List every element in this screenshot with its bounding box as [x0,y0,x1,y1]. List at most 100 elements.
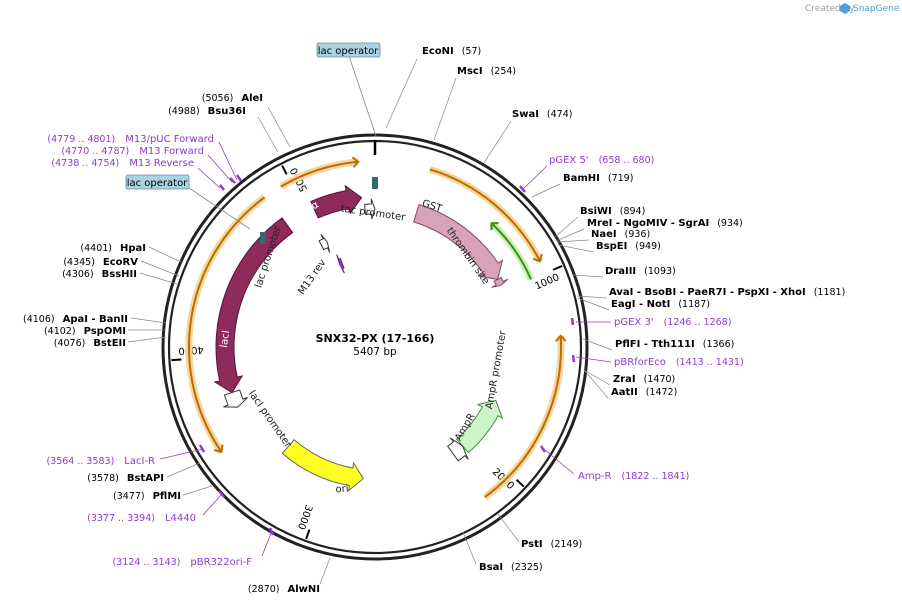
svg-text:(4401)HpaI: (4401) HpaI [80,243,146,254]
enzyme-site-label[interactable]: AatII(1472) [583,369,677,399]
enzyme-position: (3578) [87,473,119,484]
primer-tick [539,445,547,453]
primer-site-label[interactable]: (4770 .. 4787)M13 Forward [61,146,236,184]
enzyme-site-label[interactable]: PstI(2149) [497,513,582,550]
feature-gst [413,204,504,280]
svg-text:SwaI(474): SwaI(474) [512,109,572,120]
svg-text:(4779 .. 4801)M13/pUC Forward: (4779 .. 4801)M13/pUC Forward [47,134,214,145]
enzyme-site-label[interactable]: (4401) HpaI [80,243,182,263]
enzyme-position: (936) [625,229,651,240]
enzyme-name: SwaI [512,109,539,120]
primer-site-label[interactable]: (4738 .. 4754)M13 Reverse [51,158,225,191]
thrombin-green-arc [489,220,535,281]
primer-site-label[interactable]: (3124 .. 3143)pBR322ori-F [113,527,275,568]
enzyme-name: PflMI [153,491,181,502]
feature-label: lacI promoter [246,389,294,451]
svg-text:pBRforEco(1413 .. 1431): pBRforEco(1413 .. 1431) [614,357,744,368]
svg-text:ZraI(1470): ZraI (1470) [613,374,675,385]
enzyme-site-label[interactable]: (5056)AleI [202,93,291,148]
enzyme-name: MscI [457,66,483,77]
tick-label: 3000 [295,503,314,531]
primer-position: (3124 .. 3143) [113,557,181,568]
enzyme-name: AvaI - BsoBI - PaeR7I - PspXI - XhoI [609,287,806,298]
primer-site-label[interactable]: pGEX 3'(1246 .. 1268) [570,317,732,328]
primer-name: pGEX 5' [549,155,589,166]
enzyme-site-label[interactable]: (4988)Bsu36I [168,106,279,153]
primer-tick [235,174,243,182]
enzyme-site-label[interactable]: MscI(254) [433,66,516,141]
primer-position: (1246 .. 1268) [664,317,732,328]
enzyme-position: (4076) [54,338,86,349]
enzyme-site-label[interactable]: BspEI(949) [557,241,661,253]
primer-name: M13 Forward [139,146,204,157]
enzyme-name: BsiWI [580,206,612,217]
enzyme-site-label[interactable]: (4306)BssHII [62,269,178,285]
enzyme-site-label[interactable]: (4345)EcoRV [63,257,180,277]
enzyme-site-label[interactable]: PflFI - Tth111I(1366) [582,338,734,351]
plasmid-name: SNX32-PX (17-166) [316,332,435,345]
enzyme-site-label[interactable]: SwaI(474) [483,109,572,164]
primer-site-label[interactable]: (3564 .. 3583)LacI-R [46,444,206,467]
enzyme-position: (1181) [814,287,846,298]
primer-tick [268,527,275,536]
lac-operator-text: lac operator [127,178,188,189]
svg-text:BsaI(2325): BsaI(2325) [479,562,543,573]
primer-name: pBRforEco [614,357,666,368]
enzyme-position: (1470) [644,374,676,385]
primer-site-label[interactable]: (4779 .. 4801)M13/pUC Forward [47,134,243,182]
primer-site-label[interactable]: Amp-R(1822 .. 1841) [539,445,689,482]
svg-text:(3124 .. 3143)pBR322ori-F: (3124 .. 3143)pBR322ori-F [113,557,253,568]
credit-prefix: Created by [805,4,855,14]
enzyme-site-label[interactable]: (3578)BstAPI [87,462,201,484]
svg-text:(4306)BssHII: (4306)BssHII [62,269,137,280]
enzyme-name: HpaI [120,243,146,254]
primer-tick [571,354,576,363]
lac-operator-label[interactable]: lac operator [125,174,251,230]
tick-mark [281,164,288,175]
svg-text:BspEI(949): BspEI(949) [596,241,661,252]
enzyme-position: (4401) [80,243,112,254]
feature-thrombin-site [491,276,509,288]
primer-name: M13/pUC Forward [125,134,214,145]
enzyme-site-label[interactable]: AvaI - BsoBI - PaeR7I - PspXI - XhoI (118… [576,287,846,299]
feature-tac-promoter [364,198,376,220]
primer-site-label[interactable]: pGEX 5'(658 .. 680) [519,155,654,193]
primer-tick [218,490,225,498]
enzyme-position: (4306) [62,269,94,280]
primer-site-label[interactable]: (3377 .. 3394)L4440 [87,490,225,524]
enzyme-name: EcoNI [422,46,454,57]
enzyme-name: PstI [521,539,543,550]
enzyme-site-label[interactable]: BsiWI(894) [553,206,645,239]
enzyme-name: BsaI [479,562,503,573]
enzyme-site-label[interactable]: EcoNI(57) [385,46,481,129]
enzyme-site-label[interactable]: NaeI(936) [556,229,651,243]
feature-lac-promoter [318,233,331,253]
svg-text:BsiWI(894): BsiWI(894) [580,206,645,217]
enzyme-name: PflFI - Tth111I [615,339,695,350]
credit-brand: SnapGene [853,4,900,14]
svg-text:MscI(254): MscI(254) [457,66,516,77]
enzyme-site-label[interactable]: (3477)PflMI [113,485,213,502]
primer-site-label[interactable]: pBRforEco(1413 .. 1431) [571,354,744,368]
svg-text:PstI(2149): PstI(2149) [521,539,582,550]
enzyme-position: (2870) [248,584,280,595]
enzyme-site-label[interactable]: EagI - NotI(1187) [577,297,710,311]
enzyme-site-label[interactable]: (4076)BstEII [54,336,167,349]
enzyme-position: (719) [608,173,634,184]
enzyme-site-label[interactable]: (4102)PspOMI [44,326,166,337]
svg-text:EagI - NotI(1187): EagI - NotI(1187) [611,299,710,310]
enzyme-position: (949) [635,241,661,252]
enzyme-site-label[interactable]: DraIII(1093) [571,266,676,278]
enzyme-site-label[interactable]: BsaI(2325) [462,531,543,573]
enzyme-name: ZraI [613,374,636,385]
lac-operator-label[interactable]: lac operator [316,42,381,137]
enzyme-site-label[interactable]: MreI - NgoMIV - SgrAI(934) [555,218,743,242]
enzyme-site-label[interactable]: (2870)AlwNI [248,557,331,595]
primer-position: (3377 .. 3394) [87,513,155,524]
tick-label: 1000 [533,272,561,292]
enzyme-site-label[interactable]: ZraI (1470) [583,369,675,386]
enzyme-site-label[interactable]: BamHI(719) [531,173,634,198]
enzyme-site-label[interactable]: (4106)ApaI - BanII [23,314,167,325]
